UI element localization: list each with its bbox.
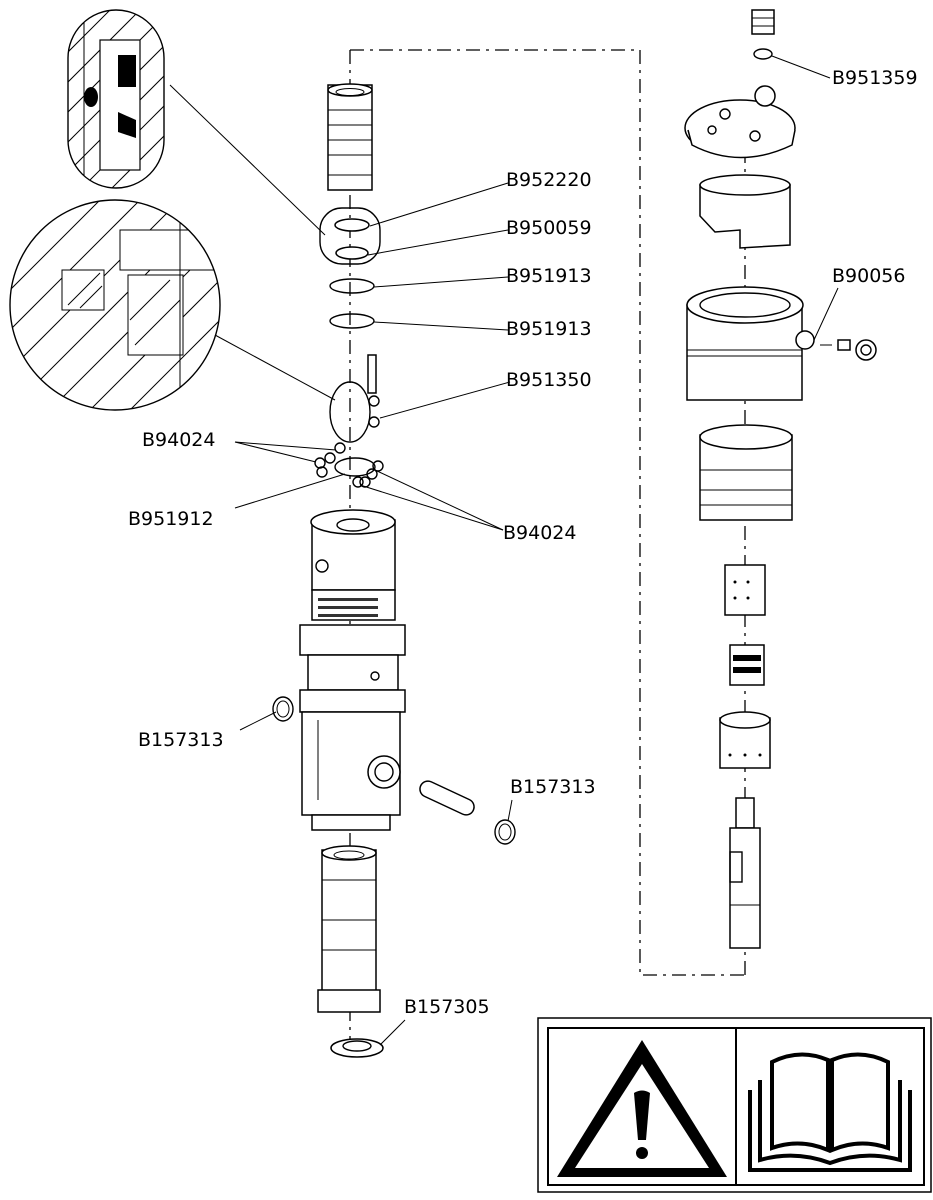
detail-view-seal-top (67, 9, 381, 265)
detail-view-seal-bottom (9, 199, 371, 443)
valve-cage (724, 564, 766, 616)
valve-pin (367, 354, 380, 428)
fitting-top (751, 9, 775, 60)
seal-rings-stack (329, 218, 375, 329)
lower-cylinder (317, 845, 384, 1058)
label-b157313-right: B157313 (510, 776, 596, 798)
warning-read-manual-panel (537, 1017, 932, 1193)
spring-insert (729, 644, 765, 686)
piston-body (719, 711, 771, 769)
main-pump-body (299, 509, 406, 831)
label-b951913-2: B951913 (506, 318, 592, 340)
housing (686, 286, 877, 401)
label-b951359: B951359 (832, 67, 918, 89)
guard-ring (699, 174, 791, 249)
side-plug-and-ring (272, 696, 516, 845)
label-b952220: B952220 (506, 169, 592, 191)
label-b94024-right: B94024 (503, 522, 576, 544)
piston-rod (729, 797, 761, 949)
label-b157313-left: B157313 (138, 729, 224, 751)
label-b950059: B950059 (506, 217, 592, 239)
label-b951913-1: B951913 (506, 265, 592, 287)
sleeve (699, 424, 793, 521)
label-b94024-left: B94024 (142, 429, 215, 451)
pump-cap (684, 85, 796, 159)
assembly-axis-lines (349, 49, 746, 1040)
leader-lines (234, 55, 839, 1046)
label-b90056: B90056 (832, 265, 905, 287)
label-b951912: B951912 (128, 508, 214, 530)
upper-cylinder (327, 83, 373, 191)
label-b951350: B951350 (506, 369, 592, 391)
label-b157305: B157305 (404, 996, 490, 1018)
open-book-manual-icon (748, 1052, 912, 1172)
part-number-labels: B951359 B952220 B950059 B951913 B951913 … (128, 67, 918, 1018)
warning-triangle-icon (557, 1040, 727, 1177)
